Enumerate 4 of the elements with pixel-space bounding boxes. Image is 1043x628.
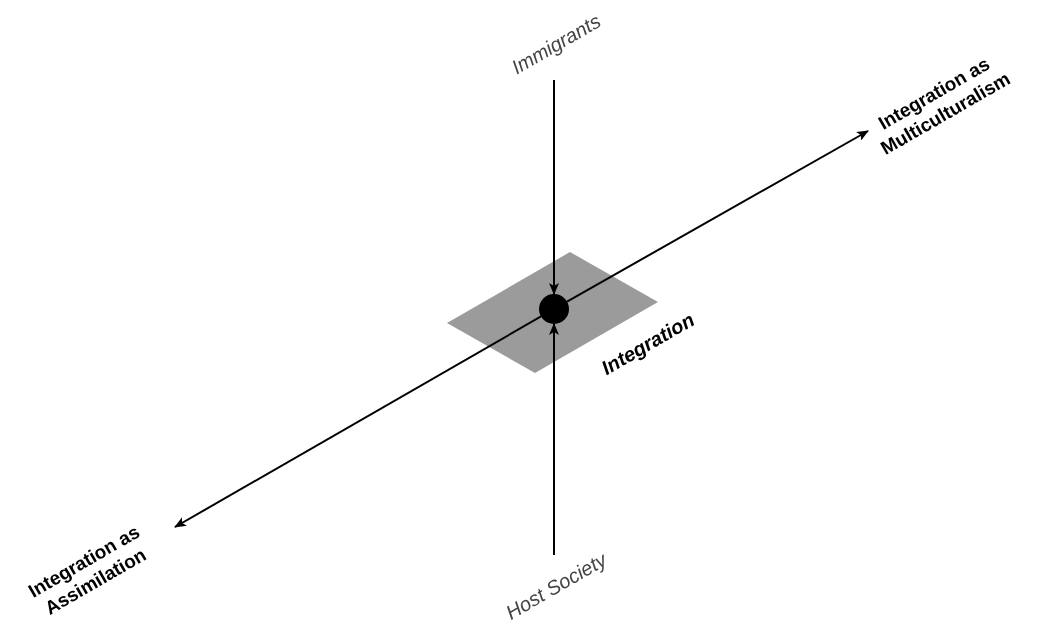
- arrow: [566, 130, 869, 303]
- arrow: [174, 315, 542, 528]
- arrow: [549, 79, 559, 295]
- arrow: [549, 323, 559, 556]
